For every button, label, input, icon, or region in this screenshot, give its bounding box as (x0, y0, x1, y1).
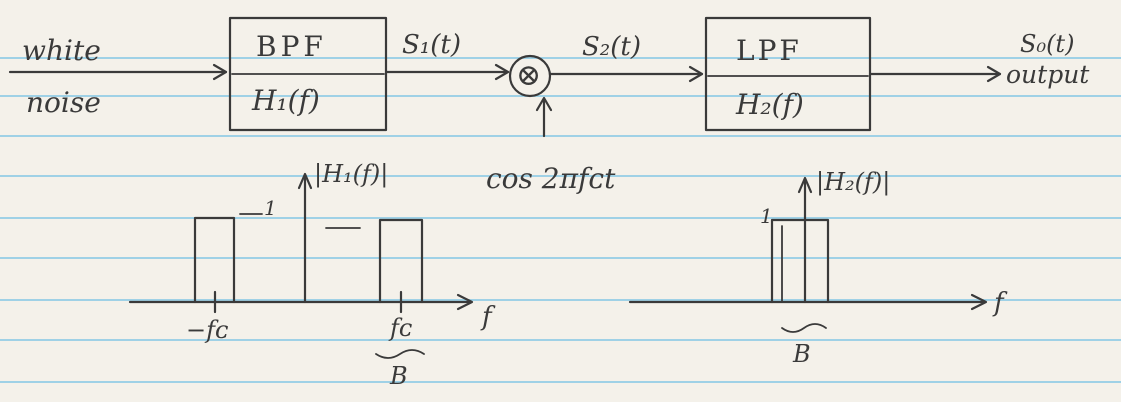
mixer-symbol: ⊗ (516, 58, 542, 93)
s2-label: S₂(t) (582, 32, 641, 62)
bpf-f-axis-arrow (456, 293, 474, 311)
lpf-magnitude-axis-arrow (797, 176, 813, 194)
ruled-lines (0, 57, 1121, 383)
bpf-magnitude-label: |H₁(f)| (314, 160, 389, 188)
lpf-response-plot (628, 176, 988, 333)
bpf-neg-fc-label: −fᴄ (186, 316, 229, 344)
lpf-f-axis-label: f (994, 288, 1004, 318)
s1-label: S₁(t) (402, 30, 461, 60)
lpf-passband (770, 218, 830, 304)
bpf-amplitude-label: 1 (264, 196, 277, 220)
input-arrowhead (212, 63, 228, 81)
lpf-transfer-function: H₂(f) (736, 88, 804, 121)
output-signal-label: S₀(t) (1020, 30, 1075, 58)
bpf-f-axis-label: f (482, 302, 492, 332)
lpf-f-axis-arrow (970, 293, 988, 311)
s2-arrowhead (688, 65, 704, 83)
lpf-bandwidth-brace (781, 323, 827, 333)
lpf-magnitude-label: |H₂(f)| (816, 168, 891, 196)
bpf-title: BPF (256, 30, 327, 63)
input-label-white: white (22, 34, 101, 67)
bpf-positive-passband (378, 218, 424, 304)
carrier-arrowhead (535, 96, 553, 112)
mixer-circle (508, 54, 552, 98)
lpf-title: LPF (736, 34, 802, 67)
bpf-bandwidth-brace (375, 349, 425, 359)
bpf-magnitude-axis-arrow (297, 172, 313, 190)
bpf-transfer-function: H₁(f) (252, 84, 320, 117)
block-diagram (8, 16, 1002, 138)
bpf-block (228, 16, 388, 132)
bpf-pos-fc-label: fᴄ (390, 314, 413, 342)
bpf-bandwidth-label: B (390, 362, 408, 390)
output-arrowhead (986, 65, 1002, 83)
bpf-negative-passband (193, 216, 236, 304)
output-label: output (1006, 60, 1090, 89)
lpf-amplitude-label: 1 (760, 204, 773, 228)
s1-arrowhead (494, 63, 510, 81)
input-label-noise: noise (26, 86, 101, 119)
carrier-label: cos 2πfᴄt (486, 162, 616, 195)
lpf-bandwidth-label: B (793, 340, 811, 368)
bpf-response-plot (128, 172, 474, 359)
